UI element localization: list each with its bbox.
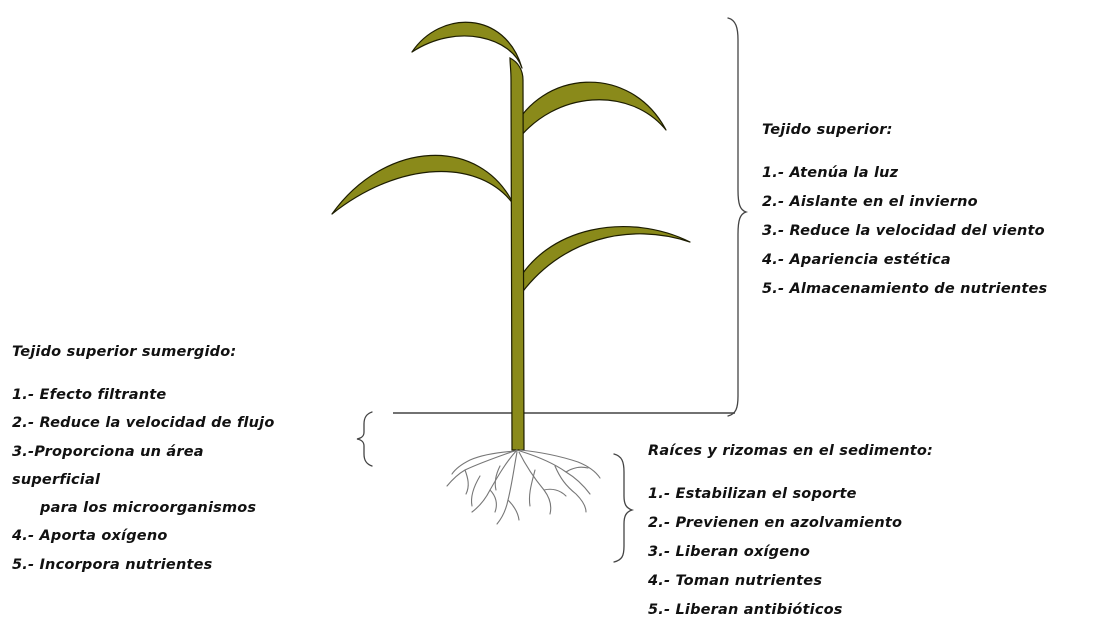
submerged-tissue-title: Tejido superior sumergido: bbox=[12, 344, 237, 360]
top-tissue-item-1: 1.- Atenúa la luz bbox=[762, 165, 899, 181]
roots-item-5: 5.- Liberan antibióticos bbox=[648, 602, 843, 618]
leaf-left bbox=[331, 154, 515, 215]
submerged-tissue-item-2: 2.- Reduce la velocidad de flujo bbox=[12, 415, 275, 432]
submerged-tissue-item-4: 4.- Aporta oxígeno bbox=[12, 528, 168, 545]
top-tissue-item-2: 2.- Aislante en el invierno bbox=[762, 194, 978, 210]
leaf-top bbox=[411, 21, 523, 69]
submerged-tissue-item-5: 5.- Incorpora nutrientes bbox=[12, 556, 213, 573]
brace-top-tissue bbox=[727, 17, 749, 417]
submerged-tissue-block: Tejido superior sumergido: 1.- Efecto fi… bbox=[12, 337, 275, 579]
roots-block: Raíces y rizomas en el sedimento: 1.- Es… bbox=[648, 436, 933, 625]
submerged-tissue-item-3-cont: superficial bbox=[12, 471, 101, 488]
brace-roots bbox=[613, 453, 635, 563]
roots-item-3: 3.- Liberan oxígeno bbox=[648, 544, 810, 560]
leaf-upper-right bbox=[511, 81, 667, 143]
roots-item-2: 2.- Previenen en azolvamiento bbox=[648, 515, 903, 531]
submerged-tissue-item-1: 1.- Efecto filtrante bbox=[12, 387, 167, 403]
top-tissue-item-5: 5.- Almacenamiento de nutrientes bbox=[762, 281, 1048, 297]
roots-item-4: 4.- Toman nutrientes bbox=[648, 573, 823, 589]
submerged-tissue-item-3-cont2: para los microorganismos bbox=[40, 500, 257, 517]
braces bbox=[356, 17, 749, 563]
submerged-tissue-item-3: 3.-Proporciona un área bbox=[12, 443, 204, 460]
top-tissue-item-4: 4.- Apariencia estética bbox=[762, 252, 951, 268]
roots-item-1: 1.- Estabilizan el soporte bbox=[648, 486, 857, 502]
top-tissue-title: Tejido superior: bbox=[762, 122, 893, 138]
plant-stem bbox=[509, 57, 525, 451]
leaf-lower-right bbox=[513, 225, 691, 299]
top-tissue-block: Tejido superior: 1.- Atenúa la luz 2.- A… bbox=[762, 115, 1047, 304]
roots-title: Raíces y rizomas en el sedimento: bbox=[648, 443, 934, 459]
brace-submerged bbox=[356, 411, 373, 467]
plant-roots bbox=[446, 449, 601, 525]
top-tissue-item-3: 3.- Reduce la velocidad del viento bbox=[762, 223, 1045, 239]
